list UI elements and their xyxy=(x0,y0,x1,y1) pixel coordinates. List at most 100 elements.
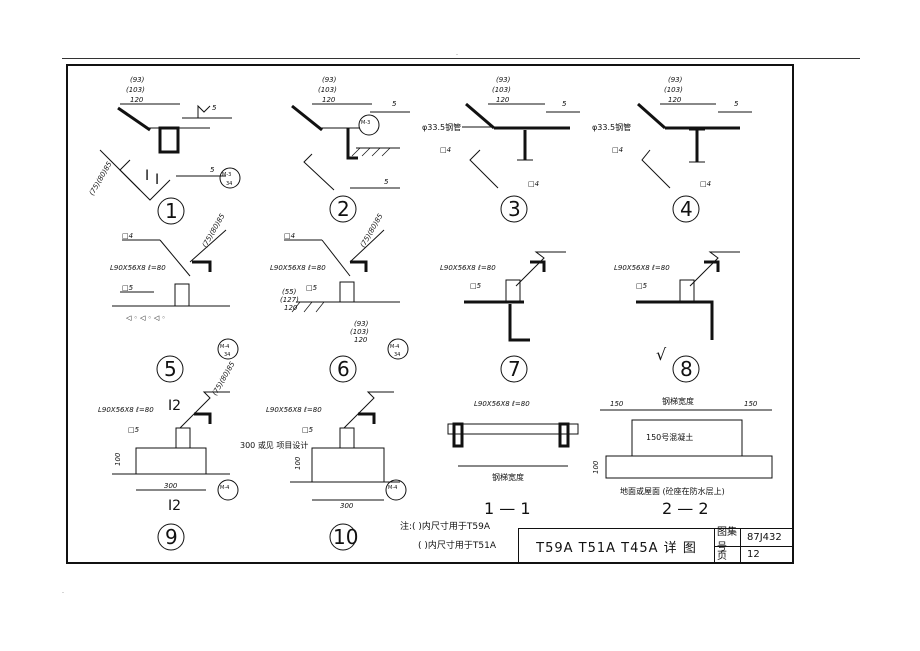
svg-text:钢梯宽度: 钢梯宽度 xyxy=(662,396,694,406)
svg-text:34: 34 xyxy=(394,352,400,358)
detail-number: 8 xyxy=(680,357,693,381)
svg-text:□4: □4 xyxy=(528,180,539,188)
detail-number: 6 xyxy=(337,357,350,381)
detail-10: L90X56X8 ℓ=80 □5 300 或见 项目设计 100 300 10 … xyxy=(240,391,407,551)
svg-text:(75)(80)85: (75)(80)85 xyxy=(211,360,237,397)
svg-text:5: 5 xyxy=(210,166,215,174)
drawing-frame xyxy=(66,64,794,564)
detail-number-circle xyxy=(157,197,185,225)
svg-text:L90X56X8 ℓ=80: L90X56X8 ℓ=80 xyxy=(110,264,166,272)
detail-7: L90X56X8 ℓ=80 □5 7 xyxy=(440,251,566,383)
detail-6: □4 (75)(80)85 L90X56X8 ℓ=80 (55) (127) 1… xyxy=(270,212,409,383)
svg-text:100: 100 xyxy=(592,460,600,474)
stair-rail xyxy=(291,104,323,132)
concrete-base xyxy=(311,447,385,483)
notes: 注:( )内尺寸用于T59A ( )内尺寸用于T51A xyxy=(400,518,496,556)
svg-text:L90X56X8 ℓ=80: L90X56X8 ℓ=80 xyxy=(614,264,670,272)
svg-text:M-4: M-4 xyxy=(220,344,229,350)
detail-2: (93) (103) 120 5 5 M-3 2 xyxy=(291,76,410,223)
svg-text:L90X56X8 ℓ=80: L90X56X8 ℓ=80 xyxy=(266,406,322,414)
svg-text:(103): (103) xyxy=(664,86,683,94)
svg-text:(127): (127) xyxy=(280,296,299,304)
svg-text:L90X56X8 ℓ=80: L90X56X8 ℓ=80 xyxy=(270,264,326,272)
svg-text:(103): (103) xyxy=(492,86,511,94)
svg-text:M-4: M-4 xyxy=(220,485,229,491)
svg-text:(93): (93) xyxy=(322,76,337,84)
svg-text:120: 120 xyxy=(496,96,510,104)
svg-text:5: 5 xyxy=(562,100,567,108)
svg-text:(93): (93) xyxy=(354,320,369,328)
detail-3: (93) (103) 120 φ33.5钢管 □4 5 □4 3 xyxy=(422,76,580,223)
page-number: 12 xyxy=(747,549,760,560)
svg-text:M-4: M-4 xyxy=(390,344,399,350)
dim-120: 120 xyxy=(130,96,144,104)
svg-text:□5: □5 xyxy=(128,426,140,434)
svg-text:M-3: M-3 xyxy=(222,172,231,178)
svg-text:150: 150 xyxy=(610,400,624,408)
detail-number: 3 xyxy=(508,197,521,221)
atlas-number: 87J432 xyxy=(747,532,782,543)
stair-rail xyxy=(117,106,151,132)
svg-text:◁ ◦ ◁ ◦ ◁ ◦: ◁ ◦ ◁ ◦ ◁ ◦ xyxy=(126,314,166,322)
detail-number: 4 xyxy=(680,197,693,221)
detail-9: I2 (75)(80)85 L90X56X8 ℓ=80 □5 100 300 I… xyxy=(98,360,239,551)
design-note: 300 或见 项目设计 xyxy=(240,440,308,450)
atlas-label: 图集号 xyxy=(715,527,741,553)
svg-text:120: 120 xyxy=(284,304,298,312)
section-2-2: 150 钢梯宽度 150 150号混凝土 100 地面或屋面 (砼座在防水层上)… xyxy=(592,396,773,518)
svg-text:(103): (103) xyxy=(350,328,369,336)
svg-text:(93): (93) xyxy=(496,76,511,84)
section-label: 1 — 1 xyxy=(484,499,531,518)
detail-4: (93) (103) 120 φ33.5钢管 □4 5 □4 4 xyxy=(592,76,752,223)
svg-text:□5: □5 xyxy=(302,426,314,434)
svg-text:□4: □4 xyxy=(122,232,133,240)
page-label: 页 xyxy=(715,546,741,563)
svg-text:120: 120 xyxy=(668,96,682,104)
svg-text:I: I xyxy=(155,172,159,188)
detail-number: 10 xyxy=(333,525,358,549)
svg-text:(55): (55) xyxy=(282,288,297,296)
dim-93: (93) xyxy=(130,76,145,84)
title-block: T59A T51A T45A 详 图 图集号 87J432 页 12 xyxy=(518,527,794,564)
svg-text:120: 120 xyxy=(354,336,368,344)
svg-text:□4: □4 xyxy=(440,146,451,154)
svg-text:L90X56X8 ℓ=80: L90X56X8 ℓ=80 xyxy=(474,400,530,408)
svg-text:M-4: M-4 xyxy=(388,485,397,491)
detail-number: 9 xyxy=(165,525,178,549)
svg-text:L90X56X8 ℓ=80: L90X56X8 ℓ=80 xyxy=(440,264,496,272)
sheet-top-line xyxy=(62,58,860,59)
svg-text:M-3: M-3 xyxy=(361,120,370,126)
svg-text:□4: □4 xyxy=(700,180,711,188)
svg-text:120: 120 xyxy=(322,96,336,104)
svg-text:100: 100 xyxy=(114,452,122,466)
page-row: 页 12 xyxy=(715,546,793,563)
svg-text:I2: I2 xyxy=(168,498,181,514)
concrete-pad xyxy=(605,455,773,479)
mark: · xyxy=(62,590,64,596)
svg-text:100: 100 xyxy=(294,456,302,470)
pipe-label: φ33.5钢管 xyxy=(592,122,631,132)
svg-text:I: I xyxy=(145,168,149,184)
svg-text:300: 300 xyxy=(164,482,178,490)
detail-number: 1 xyxy=(165,199,178,223)
svg-text:300: 300 xyxy=(340,502,354,510)
svg-text:34: 34 xyxy=(226,181,232,187)
detail-8: L90X56X8 ℓ=80 □5 √ 8 xyxy=(614,251,740,383)
svg-text:□4: □4 xyxy=(284,232,295,240)
svg-text:150号混凝土: 150号混凝土 xyxy=(646,432,693,442)
svg-text:(75)(80)85: (75)(80)85 xyxy=(359,212,385,249)
svg-text:(75)(80)85: (75)(80)85 xyxy=(201,212,227,249)
atlas-row: 图集号 87J432 xyxy=(715,527,793,553)
detail-5: □4 (75)(80)85 L90X56X8 ℓ=80 □5 ◁ ◦ ◁ ◦ ◁… xyxy=(110,212,239,383)
note-line: ( )内尺寸用于T51A xyxy=(418,541,496,551)
pipe-label: φ33.5钢管 xyxy=(422,122,461,132)
section-label: 2 — 2 xyxy=(662,499,709,518)
drawing-title: T59A T51A T45A 详 图 xyxy=(519,529,715,563)
svg-text:(93): (93) xyxy=(668,76,683,84)
dim-103: (103) xyxy=(126,86,145,94)
svg-text:L90X56X8 ℓ=80: L90X56X8 ℓ=80 xyxy=(98,406,154,414)
svg-text:钢梯宽度: 钢梯宽度 xyxy=(492,472,524,482)
svg-text:(103): (103) xyxy=(318,86,337,94)
svg-text:□5: □5 xyxy=(470,282,482,290)
